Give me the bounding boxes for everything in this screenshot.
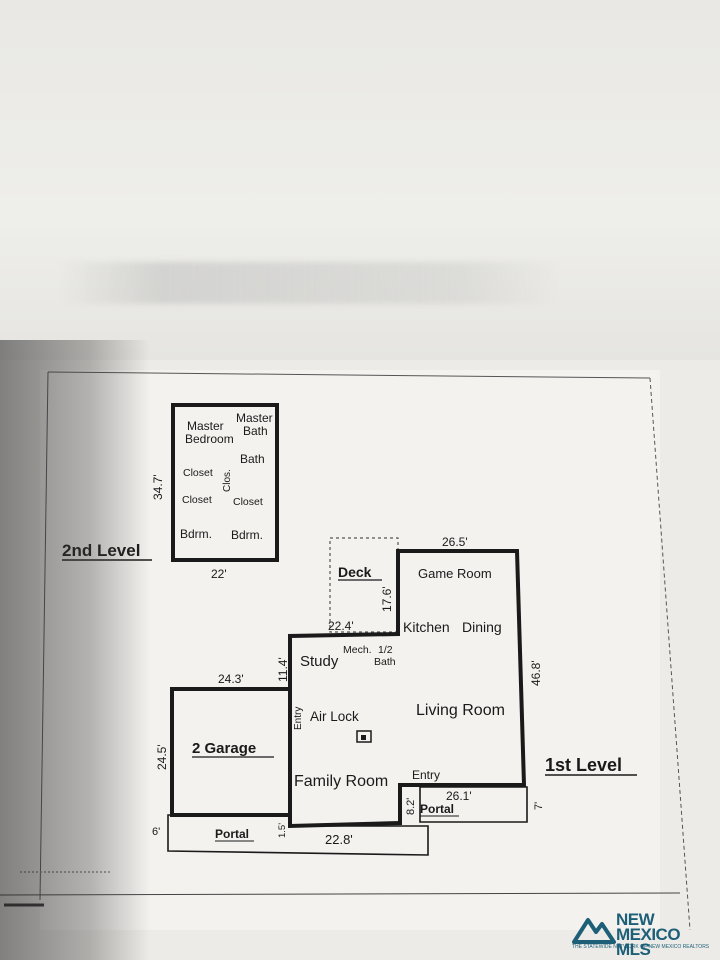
- top-width-dim: 26.5': [442, 535, 468, 549]
- deck-outline: [329, 537, 399, 633]
- logo-wordmark: NEW MEXICO MLS: [616, 910, 712, 959]
- second-level-depth-dim: 34.7': [151, 474, 165, 500]
- right-depth-dim: 46.8': [529, 660, 543, 686]
- mountain-logo-icon: [572, 918, 616, 944]
- second-level-width-dim: 22': [211, 567, 227, 581]
- portal-right-depth-dim: 7': [533, 802, 545, 810]
- half-label: 1/2: [378, 644, 393, 656]
- closet-label-3: Closet: [233, 496, 263, 508]
- side-entry-label: Entry: [293, 707, 304, 730]
- game-room-label: Game Room: [418, 566, 492, 581]
- portal-left-label: Portal: [215, 827, 249, 841]
- half-bath-label: Bath: [374, 656, 396, 668]
- front-width-dim: 26.1': [446, 789, 472, 803]
- study-label: Study: [300, 653, 339, 670]
- bdrm-label-1: Bdrm.: [180, 527, 212, 541]
- sheet-right-border: [649, 377, 691, 931]
- mls-logo: NEW MEXICO MLS THE STATEWIDE NETWORK OF …: [572, 900, 712, 959]
- first-level-title: 1st Level: [545, 755, 622, 775]
- sheet-left-border: [39, 371, 49, 901]
- bdrm-label-2: Bdrm.: [231, 528, 263, 542]
- comments-rule: [0, 892, 681, 896]
- mech-label: Mech.: [343, 644, 372, 656]
- first-level-main-outline: [288, 549, 527, 829]
- deck-width-dim: 22.4': [328, 619, 354, 633]
- bottom-width-dim: 22.8': [325, 832, 353, 847]
- garage-depth-dim: 24.5': [155, 744, 169, 770]
- portal-right-label: Portal: [420, 802, 454, 816]
- entry-depth-dim: 8.2': [405, 798, 417, 815]
- portal-left-outline: [167, 814, 429, 856]
- portal-right-outline: [419, 786, 528, 823]
- front-entry-label: Entry: [412, 768, 440, 782]
- kitchen-label: Kitchen: [403, 619, 450, 635]
- closet-label-2: Closet: [182, 494, 212, 506]
- deck-depth-dim: 17.6': [380, 586, 394, 612]
- sheet-top-border: [47, 371, 651, 379]
- second-level-outline: [171, 403, 279, 562]
- master-bath-label-line1: Master: [236, 411, 273, 425]
- dining-label: Dining: [462, 619, 502, 635]
- study-depth-dim: 11.4': [276, 657, 290, 682]
- family-room-label: Family Room: [294, 773, 388, 790]
- logo-line2: MEXICO MLS: [616, 925, 681, 959]
- master-bath-label-line2: Bath: [243, 424, 268, 438]
- closet-label-1: Closet: [183, 467, 213, 479]
- fireplace-icon: [356, 730, 372, 743]
- clos-label: Clos.: [222, 469, 233, 492]
- deck-label: Deck: [338, 564, 372, 580]
- living-room-label: Living Room: [416, 702, 505, 719]
- second-level-title: 2nd Level: [62, 541, 140, 560]
- bath-label: Bath: [240, 452, 265, 466]
- faded-heading-smudge: [60, 262, 560, 304]
- portal-left-depth-dim: 6': [152, 826, 160, 838]
- garage-width-dim: 24.3': [218, 672, 244, 686]
- logo-line1: NEW: [616, 910, 655, 929]
- garage-label: 2 Garage: [192, 740, 256, 757]
- master-bedroom-label-line2: Bedroom: [185, 432, 234, 446]
- portal-step-dim: 1.5': [277, 823, 288, 838]
- master-bedroom-label-line1: Master: [187, 419, 224, 433]
- air-lock-label: Air Lock: [310, 709, 359, 724]
- logo-tagline: THE STATEWIDE NETWORK OF NEW MEXICO REAL…: [572, 944, 710, 950]
- fireplace-hearth-icon: [361, 735, 366, 740]
